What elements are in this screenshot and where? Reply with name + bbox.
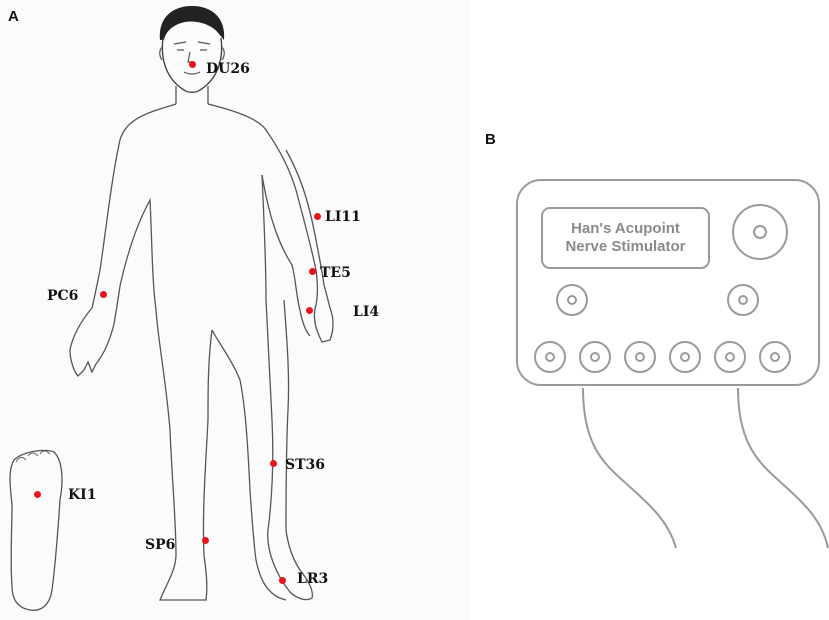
panel-a-background [0, 0, 470, 620]
device-knob-center-4 [590, 352, 600, 362]
device-knob-center-3 [545, 352, 555, 362]
device-knob-center-8 [770, 352, 780, 362]
acupoint-dot-ki1 [33, 490, 41, 498]
device-knob-center-6 [680, 352, 690, 362]
device-knob-center-7 [725, 352, 735, 362]
device-knobs [534, 284, 791, 373]
right-hip-leg-outline [261, 174, 314, 601]
lead-wire-left [582, 387, 677, 549]
device-display [541, 207, 710, 269]
acupoint-dot-sp6 [201, 536, 209, 544]
acupoint-label-li4: LI4 [353, 304, 380, 320]
device-knob-center-1 [567, 295, 577, 305]
right-inner-arm [261, 174, 311, 337]
device-knob-center-5 [635, 352, 645, 362]
acupoint-label-pc6: PC6 [47, 288, 79, 304]
panel-a-label: A [8, 8, 19, 25]
acupoint-label-te5: TE5 [320, 265, 351, 281]
acupoint-label-li11: LI11 [325, 209, 361, 225]
left-side-outline [69, 103, 213, 601]
neck [175, 86, 209, 104]
head-outline [161, 37, 223, 93]
acupoint-label-sp6: SP6 [145, 537, 176, 553]
foot-toes [15, 450, 51, 463]
lead-wire-right [737, 387, 829, 549]
acupoint-dot-du26 [188, 60, 196, 68]
right-side-outline [207, 103, 334, 343]
foot-sole-outline [9, 449, 63, 611]
face-features [173, 41, 211, 75]
panel-b-label: B [485, 131, 496, 148]
acupoint-label-st36: ST36 [285, 457, 326, 473]
acupoint-dot-pc6 [99, 290, 107, 298]
acupoint-label-lr3: LR3 [297, 571, 329, 587]
acupoint-label-du26: DU26 [206, 61, 250, 77]
acupoint-label-ki1: KI1 [68, 487, 97, 503]
large-dial-inner [753, 225, 767, 239]
crotch-line [211, 329, 287, 601]
device-label-line2: Nerve Stimulator [565, 238, 686, 255]
acupoint-dot-li4 [305, 306, 313, 314]
acupoint-dot-te5 [308, 267, 316, 275]
body-diagram [9, 6, 334, 611]
ears [159, 45, 225, 61]
hair [159, 6, 225, 40]
device-label-line1: Han's Acupoint [571, 220, 680, 237]
acupoint-dot-li11 [313, 212, 321, 220]
acupoint-dot-lr3 [278, 576, 286, 584]
acupoint-dot-st36 [269, 459, 277, 467]
device-knob-center-2 [738, 295, 748, 305]
